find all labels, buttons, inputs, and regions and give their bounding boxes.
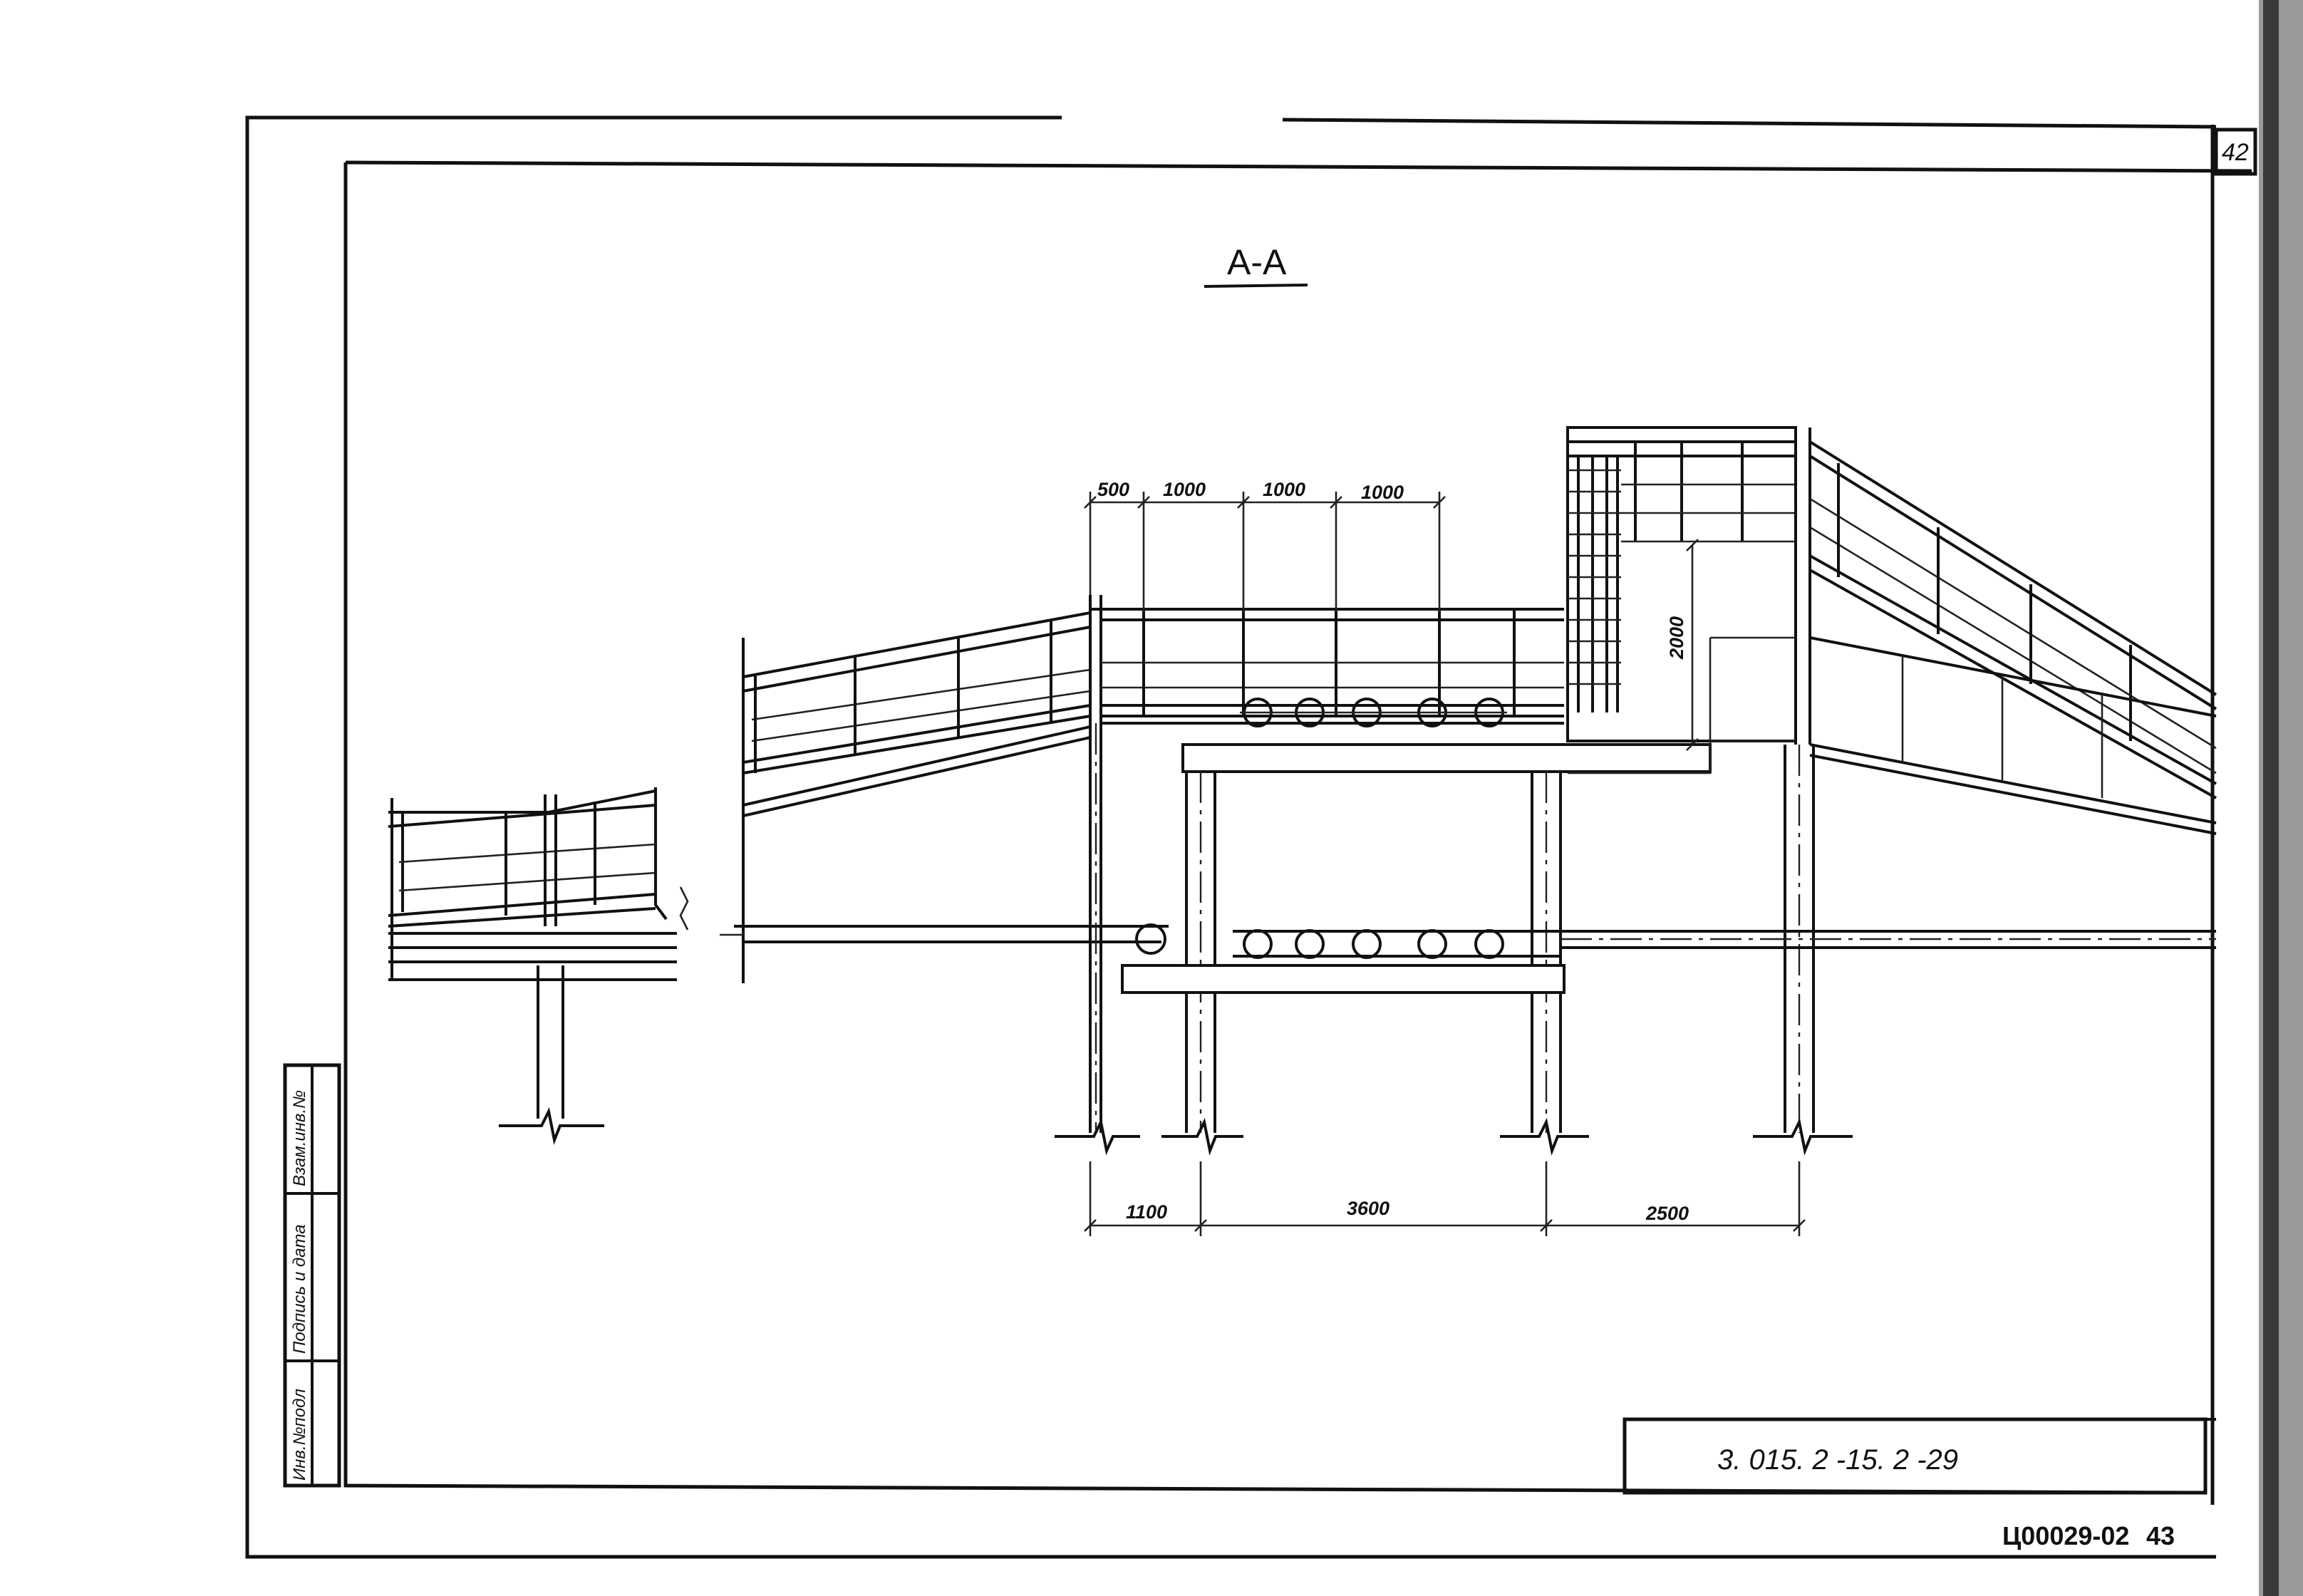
pipe bbox=[1295, 929, 1325, 959]
dimension-label: 2000 bbox=[1666, 616, 1687, 660]
dimension-label: 3600 bbox=[1347, 1198, 1389, 1219]
dimension-label: 1000 bbox=[1163, 479, 1206, 500]
archive-stamp: Ц00029-02 bbox=[2002, 1521, 2129, 1550]
dimension-label: 500 bbox=[1097, 479, 1129, 500]
top-pipe-row bbox=[1240, 698, 1507, 727]
top-dimension-chain: 500 1000 1000 1000 bbox=[1084, 479, 1446, 613]
side-stamp: Инв.№подл Подпись и дата Взам.инв.№ bbox=[283, 1063, 341, 1488]
left-railing-fragment bbox=[388, 787, 689, 1145]
lower-pipe-row bbox=[1135, 923, 1561, 959]
right-sloped-railing bbox=[1808, 440, 2217, 835]
pipe bbox=[1417, 929, 1447, 959]
pipe bbox=[1243, 929, 1273, 959]
ground-break-marks bbox=[1055, 1117, 1853, 1156]
bottom-dimension-chain: 1100 3600 2500 bbox=[1084, 1161, 1806, 1236]
dimension-label: 1100 bbox=[1126, 1201, 1167, 1223]
section-title-underline bbox=[1204, 284, 1308, 288]
lower-beam bbox=[1121, 964, 1565, 994]
upper-beam bbox=[1181, 743, 1712, 773]
dimension-label: 1000 bbox=[1263, 479, 1305, 500]
dimension-label: 1000 bbox=[1361, 482, 1404, 503]
pipe bbox=[1352, 929, 1382, 959]
central-platform bbox=[1089, 595, 1564, 1133]
middle-sloped-railing bbox=[720, 611, 1169, 983]
side-signature-label: Подпись и дата bbox=[290, 1224, 309, 1354]
pipe bbox=[1474, 929, 1504, 959]
right-pipe bbox=[1561, 930, 2216, 949]
side-replaces-label: Взам.инв.№ bbox=[290, 1090, 309, 1186]
document-code: 3. 015. 2 -15. 2 -29 bbox=[1717, 1444, 1958, 1476]
dimension-label: 2500 bbox=[1645, 1203, 1689, 1224]
side-inventory-label: Инв.№подл bbox=[290, 1389, 309, 1481]
height-dimension: 2000 bbox=[1666, 539, 1699, 751]
page-number: 42 bbox=[2222, 139, 2249, 166]
section-title: А-А bbox=[1227, 242, 1287, 282]
sheet-frame bbox=[245, 115, 2257, 1559]
title-block: 3. 015. 2 -15. 2 -29 bbox=[1623, 1417, 2216, 1495]
scan-edge-shadow-dark bbox=[2263, 0, 2279, 1596]
stair-tower bbox=[1566, 426, 1811, 774]
sheet-number: 43 bbox=[2146, 1521, 2175, 1550]
